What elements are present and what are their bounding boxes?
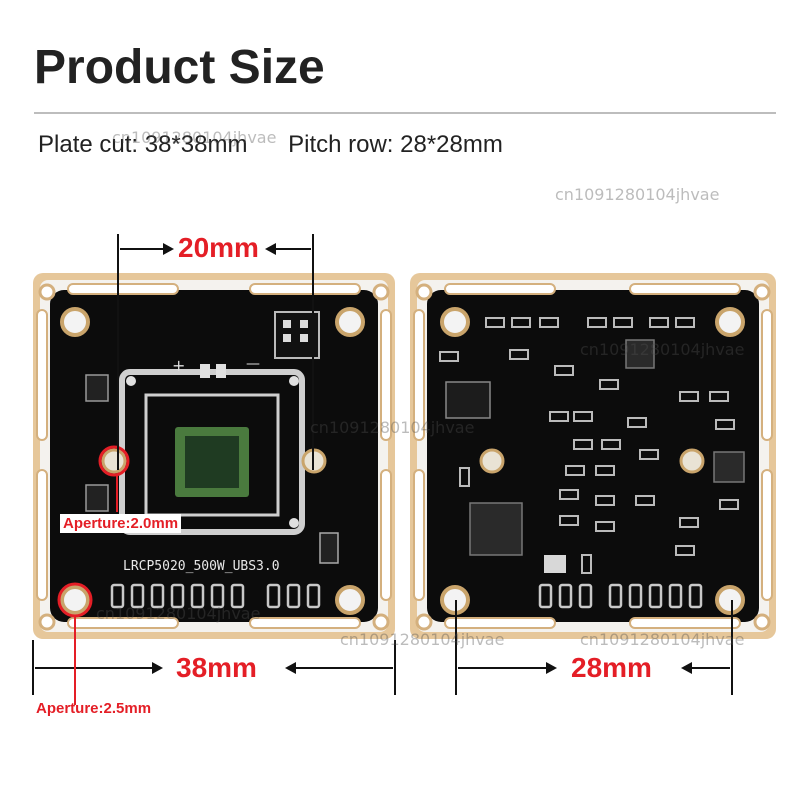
watermark-text: cn1091280104jhvae [310,418,475,437]
frame-hole [415,613,433,631]
pin-pads [538,583,703,609]
component [85,374,109,402]
aperture-small-label: Aperture:2.0mm [60,514,182,533]
dimension-lines [32,234,733,695]
frame-slot [761,309,773,441]
frame-hole [372,283,390,301]
frame-slot [380,469,392,601]
frame-slot [761,469,773,601]
frame-slot [444,617,556,629]
frame-slot [249,283,361,295]
eeprom-chip [445,381,491,419]
watermark-text: cn1091280104jhvae [340,630,505,649]
mounting-hole [60,585,90,615]
pitch-row-spec: Pitch row: 28*28mm [288,131,503,158]
frame-hole [38,613,56,631]
holder-pin [289,518,299,528]
specs-line: Plate cut: 38*38mm Pitch row: 28*28mm [38,131,537,159]
watermark-text: cn1091280104jhvae [555,185,720,204]
holder-pin [126,376,136,386]
mounting-hole [440,307,470,337]
frame-slot [380,309,392,441]
pin-pad [266,583,281,609]
frame-slot [629,617,741,629]
mounting-hole [60,307,90,337]
watermark-text: cn1091280104jhvae [580,630,745,649]
pin-pad [110,583,125,609]
sensor-die [185,436,239,488]
power-ic [713,451,745,483]
back-board [410,273,776,639]
pin-pad [210,583,225,609]
lens-mount-hole [101,448,127,474]
frame-hole [38,283,56,301]
frame-slot [413,469,425,601]
aperture-large-label: Aperture:2.5mm [36,700,152,717]
watermark-text: cn1091280104jhvae [96,604,261,623]
component [85,484,109,512]
frame-slot [629,283,741,295]
component [319,532,339,564]
pin-pad [190,583,205,609]
smd-pad [200,364,210,378]
frame-slot [444,283,556,295]
frame-slot [36,469,48,601]
frame-hole [753,613,771,631]
frame-slot [413,309,425,441]
page-title: Product Size [34,41,325,94]
frame-slot [67,617,179,629]
pin-pad [170,583,185,609]
connector-ic [274,311,320,359]
mounting-hole [335,585,365,615]
crystal [544,555,566,573]
polarity-plus: + [172,356,185,375]
lens-mount-hole [679,448,705,474]
watermark-text: cn1091280104jhvae [112,128,277,147]
board-silkscreen: LRCP5020_500W_UBS3.0 [123,559,280,574]
pin-pad [150,583,165,609]
aperture-small-marker [98,445,130,477]
usb-controller-chip [469,502,523,556]
mounting-hole [335,307,365,337]
frame-hole [415,283,433,301]
polarity-minus: — [246,356,260,372]
lens-holder-inner [144,393,280,517]
smd-components [439,317,739,574]
title-underline [34,112,776,114]
front-board: + — LRCP5020_500W_UBS3.0 [33,273,395,639]
pin-pad [130,583,145,609]
board-width-label: 38mm [176,652,257,683]
pin-pad [286,583,301,609]
mounting-hole [715,585,745,615]
frame-slot [67,283,179,295]
pin-pad [230,583,245,609]
sensor-width-label: 20mm [178,232,259,263]
plate-cut-spec: Plate cut: 38*38mm [38,131,248,158]
smd-pad [216,364,226,378]
frame-slot [36,309,48,441]
lens-mount-hole [479,448,505,474]
frame-slot [249,617,361,629]
frame-hole [753,283,771,301]
hole-pitch-label: 28mm [571,652,652,683]
holder-pin [289,376,299,386]
pin-pad [306,583,321,609]
power-ic [625,339,655,369]
watermark-text: cn1091280104jhvae [580,340,745,359]
mounting-hole [715,307,745,337]
frame-hole [372,613,390,631]
